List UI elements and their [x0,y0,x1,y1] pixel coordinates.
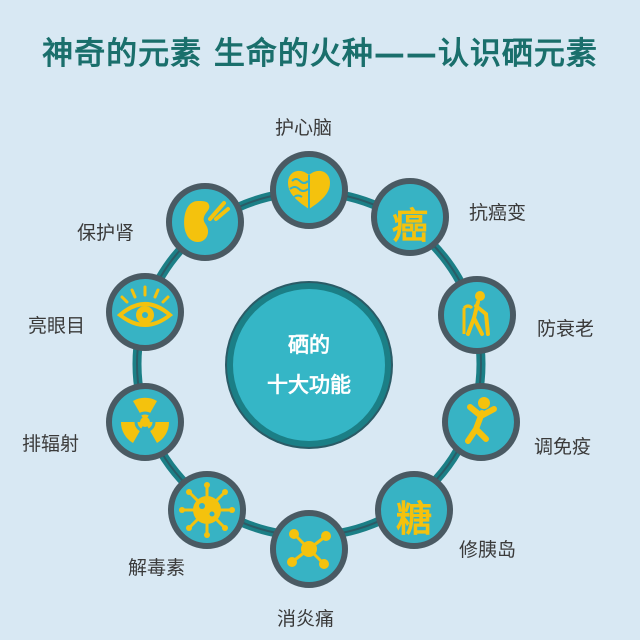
function-label-eyes: 亮眼目 [28,315,86,337]
function-node-eyes[interactable] [106,273,184,351]
center-circle [233,289,385,441]
function-node-radiation[interactable] [106,383,184,461]
function-label-kidney: 保护肾 [77,222,135,244]
function-node-immunity[interactable] [442,383,520,461]
center-label-line2: 十大功能 [267,373,351,397]
cancer-glyph-icon: 癌 [391,205,428,247]
radiation-icon [120,397,170,443]
kidney-icon [184,201,230,242]
function-label-cancer: 抗癌变 [469,202,527,224]
function-node-cancer[interactable]: 癌 [371,178,449,256]
function-label-heart-brain: 护心脑 [275,117,333,139]
sugar-glyph-icon: 糖 [395,498,432,540]
page-title: 神奇的元素 生命的火种——认识硒元素 [42,36,598,72]
eye-icon [116,285,174,327]
function-label-aging: 防衰老 [537,318,595,340]
center-label-line1: 硒的 [288,333,330,357]
function-label-inflammation: 消炎痛 [277,608,335,630]
function-label-pancreas: 修胰岛 [459,539,517,561]
molecule-icon [287,529,331,569]
function-label-radiation: 排辐射 [22,433,80,455]
function-node-aging[interactable] [438,276,516,354]
function-label-immunity: 调免疫 [534,436,592,458]
jumping-person-icon [465,397,497,444]
function-node-kidney[interactable] [166,183,244,261]
function-node-pancreas[interactable]: 糖 [375,471,453,549]
function-node-inflammation[interactable] [270,510,348,588]
function-node-detox[interactable] [168,471,246,549]
heart-brain-icon [288,170,330,209]
elderly-person-icon [462,291,490,336]
center-label: 硒的 十大功能 [233,325,385,405]
virus-icon [179,482,235,538]
function-label-detox: 解毒素 [128,557,186,579]
function-node-heart-brain[interactable] [270,151,348,229]
